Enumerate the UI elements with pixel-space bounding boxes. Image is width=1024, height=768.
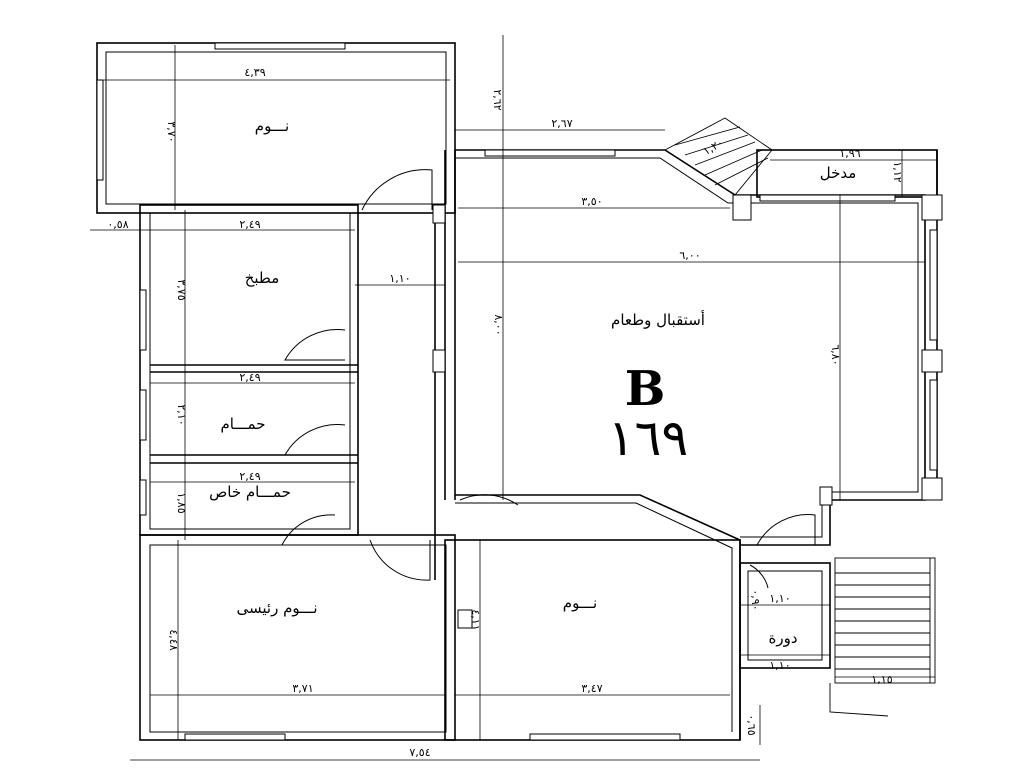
dim-reception-width: ٦,٠٠ bbox=[679, 249, 700, 262]
dim-bedroom-top-width: ٤,٣٩ bbox=[244, 66, 265, 79]
dim-balcony-width: ٢,٦٧ bbox=[551, 117, 572, 130]
room-label-bathroom: حمـــام bbox=[221, 415, 266, 433]
walls bbox=[96, 42, 943, 741]
windows bbox=[96, 42, 938, 741]
room-labels: نـــوم مطبخ حمـــام حمـــام خاص نـــوم ر… bbox=[209, 117, 856, 647]
doors bbox=[281, 169, 816, 589]
dim-bath-height: ٢,١٠ bbox=[175, 404, 188, 425]
room-label-bedroom-bottom: نـــوم bbox=[563, 594, 597, 612]
dimension-lines bbox=[90, 35, 937, 761]
room-label-master-bedroom: نـــوم رئيسى bbox=[237, 599, 318, 617]
dim-kitchen-height: ٣,٧٥ bbox=[175, 279, 188, 300]
unit-area: ١٦٩ bbox=[608, 409, 689, 467]
stairs bbox=[664, 117, 936, 717]
dim-wc-height: ٠,٩٠ bbox=[749, 589, 762, 610]
dim-corridor-width: ١,١٠ bbox=[389, 272, 410, 285]
dim-reception-height-left: ٨,٠٠ bbox=[492, 314, 505, 335]
dim-entrance-width: ١,٩٦ bbox=[839, 147, 860, 160]
dim-reception-height-right: ٦,٨٠ bbox=[829, 344, 842, 365]
room-label-wc: دورة bbox=[768, 629, 797, 647]
dim-wall-offset: ٠,٥٨ bbox=[107, 218, 128, 231]
dim-kitchen-width: ٢,٤٩ bbox=[239, 218, 260, 231]
dim-bottom-offset: ٠,٦٥ bbox=[745, 714, 758, 735]
dim-bedroom-bottom-height: ٤,١١ bbox=[469, 609, 482, 630]
room-label-bedroom-top: نـــوم bbox=[255, 117, 289, 135]
dim-bath-width: ٢,٤٩ bbox=[239, 371, 260, 384]
dim-master-width: ٣,٧١ bbox=[292, 682, 313, 695]
dim-outer-stair: ١,١٥ bbox=[871, 673, 892, 686]
dim-bedroom-top-height: ٣,٧٠ bbox=[165, 121, 178, 142]
room-label-reception: أستقبال وطعام bbox=[611, 310, 705, 329]
unit-letter: B bbox=[625, 361, 666, 417]
dim-private-bath-height: ١,٨٥ bbox=[175, 492, 188, 513]
dimension-labels: ٤,٣٩ ٣,٧٠ ٠,٥٨ ٢,٤٩ ٣,٧٥ ٢,٤٩ ٢,١٠ ٢,٤٩ … bbox=[107, 66, 904, 759]
dim-wc-width: ١,١٠ bbox=[769, 592, 790, 605]
dim-master-height: ٤,٤٨ bbox=[167, 629, 180, 650]
dim-total-width: ٧,٥٤ bbox=[409, 746, 430, 759]
dim-wc-width2: ١,١٠ bbox=[769, 659, 790, 672]
room-label-entrance: مدخل bbox=[820, 164, 857, 182]
room-label-kitchen: مطبخ bbox=[245, 269, 280, 287]
dim-bedroom-bottom-width: ٣,٤٧ bbox=[581, 682, 602, 695]
dim-private-bath-width: ٢,٤٩ bbox=[239, 470, 260, 483]
room-label-private-bath: حمـــام خاص bbox=[209, 483, 291, 501]
dim-entrance-height: ١,١٢ bbox=[891, 161, 904, 182]
dim-reception-width-top: ٣,٥٠ bbox=[581, 195, 602, 208]
dim-balcony-height: ٢,٦٢ bbox=[491, 89, 504, 110]
